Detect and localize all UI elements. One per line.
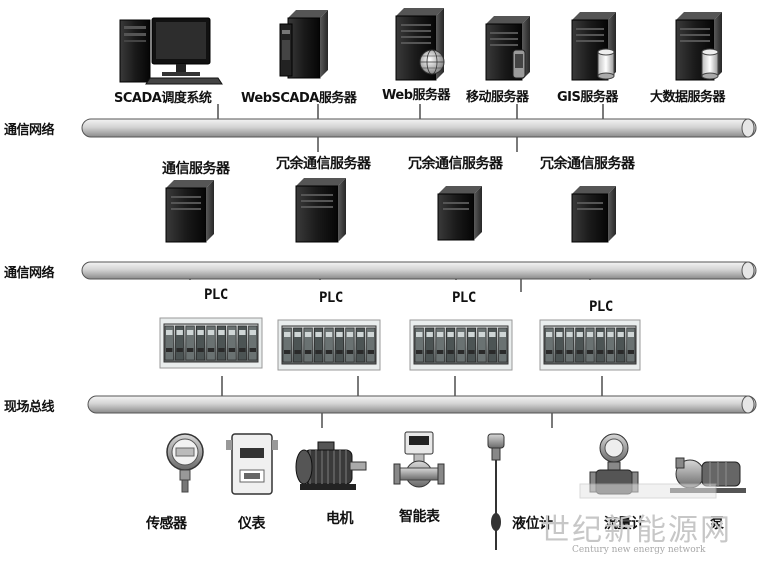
plc-label-4: PLC	[589, 299, 613, 315]
pump-label: 泵	[710, 516, 724, 532]
communication-network-pipe-2	[81, 261, 757, 280]
database-icon	[597, 48, 615, 80]
database-icon	[701, 48, 719, 80]
plc-rack-icon-1	[159, 317, 263, 369]
plc-rack-icon-2	[277, 319, 381, 371]
sensor-icon	[166, 433, 204, 493]
motor-icon	[295, 441, 367, 490]
meter-instrument-icon	[226, 433, 278, 495]
smart-meter-icon	[393, 431, 445, 488]
communication-server-icon	[165, 180, 214, 243]
motor-label: 电机	[326, 511, 354, 527]
communication-server-label: 通信服务器	[162, 161, 230, 177]
big-data-server-icon	[675, 12, 722, 81]
level-gauge-icon	[487, 433, 505, 550]
redundant-server-label-3: 冗余通信服务器	[540, 156, 635, 172]
big-data-server-label: 大数据服务器	[650, 90, 726, 105]
redundant-server-icon-1	[295, 178, 346, 243]
redundant-server-label-1: 冗余通信服务器	[276, 156, 371, 172]
web-server-label: Web服务器	[382, 88, 451, 103]
plc-rack-icon-3	[409, 319, 513, 371]
communication-network-pipe-1	[81, 118, 757, 138]
communication-network-label-1: 通信网络	[4, 123, 55, 138]
scada-dispatch-system-label: SCADA调度系统	[114, 91, 212, 106]
meter-label: 仪表	[238, 516, 266, 532]
redundant-server-icon-2	[437, 186, 482, 241]
smart-meter-label: 智能表	[399, 509, 440, 525]
plc-label-1: PLC	[204, 287, 228, 303]
communication-network-label-2: 通信网络	[4, 266, 55, 281]
mobile-phone-icon	[512, 49, 526, 79]
watermark-subtext: Century new energy network	[572, 545, 706, 555]
redundant-server-icon-3	[571, 186, 616, 243]
scada-workstation-icon	[119, 17, 223, 85]
flow-meter-icon	[589, 433, 639, 495]
flow-meter-label: 流量计	[604, 516, 645, 532]
sensor-label: 传感器	[146, 516, 187, 532]
webscada-server-icon	[279, 10, 328, 79]
field-bus-pipe	[87, 395, 757, 414]
plc-label-3: PLC	[452, 290, 476, 306]
watermark-logo	[579, 483, 717, 499]
gis-server-icon	[571, 12, 616, 81]
watermark-text: 世纪新能源网	[540, 513, 732, 548]
globe-icon	[419, 49, 445, 75]
mobile-server-label: 移动服务器	[466, 90, 529, 105]
plc-rack-icon-4	[539, 319, 641, 371]
gis-server-label: GIS服务器	[557, 90, 618, 105]
plc-label-2: PLC	[319, 290, 343, 306]
webscada-server-label: WebSCADA服务器	[241, 91, 357, 106]
field-bus-label: 现场总线	[4, 400, 55, 415]
mobile-server-icon	[485, 16, 530, 81]
redundant-server-label-2: 冗余通信服务器	[408, 156, 503, 172]
level-gauge-label: 液位计	[512, 516, 553, 532]
web-server-icon	[395, 8, 445, 81]
